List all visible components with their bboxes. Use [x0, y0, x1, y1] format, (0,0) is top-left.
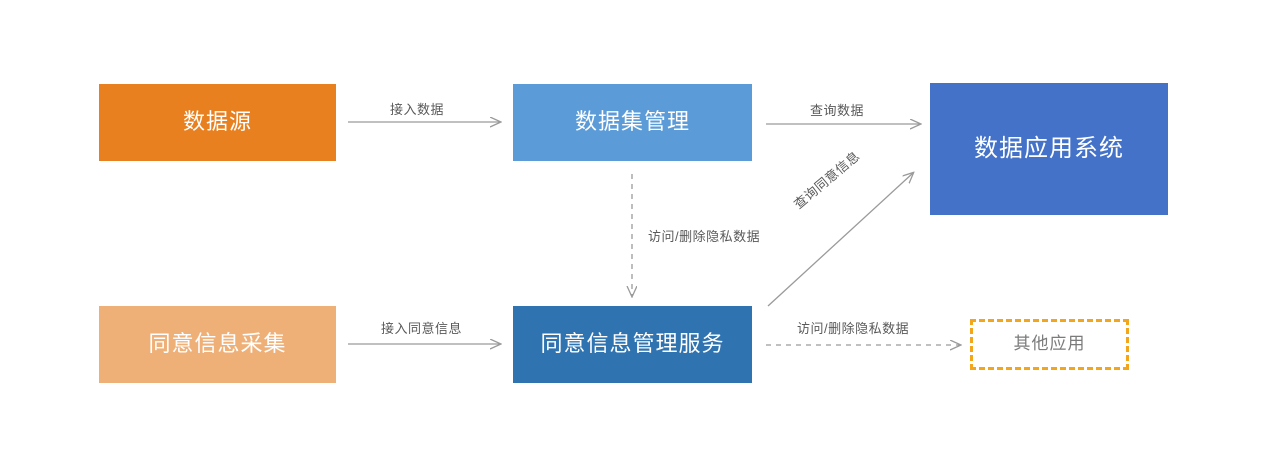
- edge-label-access-delete-vertical: 访问/删除隐私数据: [648, 229, 761, 244]
- node-data-source[interactable]: 数据源: [99, 84, 336, 161]
- edge-label-query-consent: 查询同意信息: [790, 148, 863, 212]
- edge-label-query-data: 查询数据: [810, 103, 865, 118]
- node-consent-service-label: 同意信息管理服务: [540, 331, 725, 357]
- node-data-app-system-label: 数据应用系统: [974, 134, 1124, 162]
- node-consent-collect-label: 同意信息采集: [148, 331, 287, 357]
- node-consent-service[interactable]: 同意信息管理服务: [513, 306, 752, 383]
- node-data-source-label: 数据源: [182, 109, 252, 135]
- edge-query-consent-line: [767, 173, 913, 307]
- node-data-app-system[interactable]: 数据应用系统: [930, 83, 1168, 215]
- node-consent-collect[interactable]: 同意信息采集: [99, 306, 336, 383]
- edge-label-access-delete-bottom: 访问/删除隐私数据: [797, 321, 910, 336]
- edge-label-ingest-data: 接入数据: [390, 102, 445, 117]
- node-other-apps[interactable]: 其他应用: [970, 319, 1129, 370]
- node-dataset-mgmt-label: 数据集管理: [574, 109, 690, 135]
- node-other-apps-label: 其他应用: [1013, 334, 1086, 354]
- edge-label-ingest-consent: 接入同意信息: [381, 321, 463, 336]
- node-dataset-mgmt[interactable]: 数据集管理: [513, 84, 752, 161]
